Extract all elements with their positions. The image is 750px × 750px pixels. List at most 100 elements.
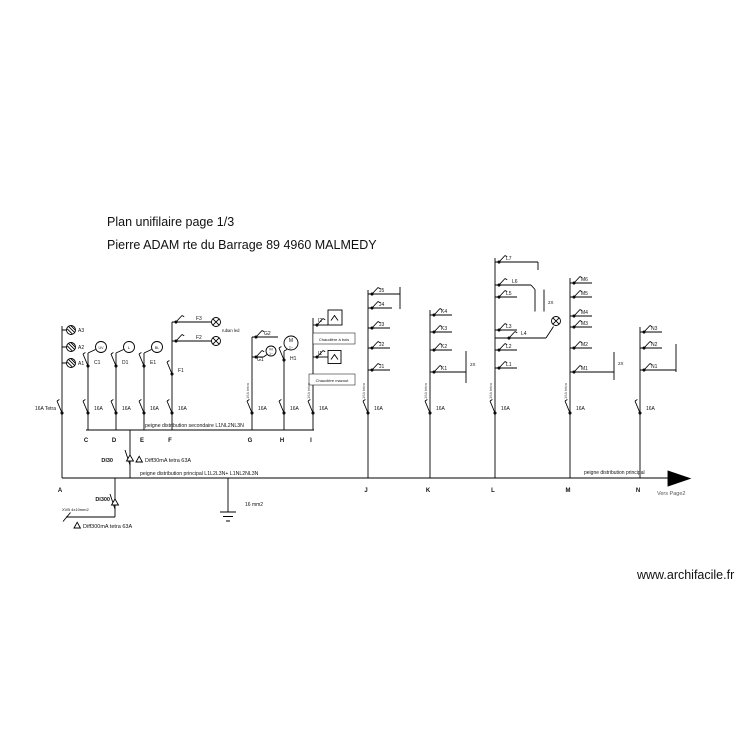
motor-phase: 1~	[289, 346, 294, 350]
bus-letter-G: G	[248, 438, 253, 444]
label-F1: F1	[178, 368, 184, 374]
breaker-label-D: 16A	[122, 406, 132, 412]
bus-letter-E: E	[140, 438, 144, 444]
bus-letter-M: M	[566, 488, 571, 494]
label-F3: F3	[196, 316, 202, 322]
label-N3: N3	[651, 326, 658, 332]
label-M1: M1	[581, 366, 588, 372]
secondary-bus-label: peigne distribution secondaire L1NL2NL3N	[145, 423, 244, 429]
label-J1: J1	[379, 364, 385, 370]
riser-note-M: 16A tetra	[563, 382, 568, 399]
multiplier-K: 2X	[470, 362, 476, 367]
label-A1: A1	[78, 361, 84, 367]
motor-letter: M	[269, 347, 272, 352]
socket-icon	[66, 342, 76, 352]
label-E1: E1	[150, 360, 156, 366]
circuit-G	[246, 330, 278, 430]
label-I2: I2	[318, 318, 322, 324]
caption-box	[308, 373, 356, 386]
label-F2: F2	[196, 335, 202, 341]
motor-icon	[283, 335, 299, 351]
circuit-L	[489, 255, 561, 478]
circuit-C	[82, 341, 107, 430]
label-D1: D1	[122, 360, 129, 366]
label-L1: L1	[506, 362, 512, 368]
bus-letter-K: K	[426, 488, 431, 494]
label-M5: M5	[581, 291, 588, 297]
circuit-A	[56, 325, 76, 478]
label-L6: L6	[512, 279, 518, 285]
breaker-label-I: 16A	[319, 406, 329, 412]
riser-note-K: 16A tetra	[423, 382, 428, 399]
next-page-label: Vers Page2	[657, 491, 685, 497]
label-J2: J2	[379, 342, 385, 348]
label-K1: K1	[441, 366, 447, 372]
label-ruban-led: ruban led	[222, 328, 240, 333]
earth-connection	[220, 478, 236, 522]
label-L4: L4	[521, 331, 527, 337]
riser-note-I: 16A tetra	[306, 382, 311, 399]
lamp-icon	[211, 336, 221, 346]
label-A3: A3	[78, 328, 84, 334]
load-label-UV: UV	[99, 346, 105, 350]
breaker-label-F: 16A	[178, 406, 188, 412]
incoming-cable-label: XVB 4x10mm2	[62, 507, 89, 512]
label-K2: K2	[441, 344, 447, 350]
boiler-icon	[327, 309, 343, 326]
circuit-E	[138, 341, 163, 430]
socket-icon	[66, 358, 76, 368]
label-H1: H1	[290, 356, 297, 362]
circuit-N	[634, 325, 677, 478]
breaker-label-E: 16A	[150, 406, 160, 412]
label-A2: A2	[78, 345, 84, 351]
label-G1: G1	[257, 357, 264, 363]
label-layer: Plan unifilaire page 1/3 Pierre ADAM rte…	[35, 215, 734, 582]
lamp-icon	[211, 317, 221, 327]
bus-letter-D: D	[112, 438, 117, 444]
label-N2: N2	[651, 342, 658, 348]
breaker-label-N: 16A	[646, 406, 656, 412]
bus-letter-H: H	[280, 438, 284, 444]
label-M3: M3	[581, 321, 588, 327]
circuit-H	[278, 335, 299, 430]
delta-icon	[73, 521, 82, 529]
label-K3: K3	[441, 326, 447, 332]
load-label-L: L	[128, 345, 131, 350]
di30-label: Diff30mA tetra 63A	[145, 458, 191, 464]
motor-icon	[265, 345, 277, 357]
outlet-bar-icon	[534, 289, 545, 312]
label-M6: M6	[581, 277, 588, 283]
wiring-layer	[56, 255, 692, 529]
earth-icon	[220, 511, 236, 522]
breaker-label-G: 16A	[258, 406, 268, 412]
circuit-D	[110, 341, 135, 430]
riser-note-J: 16A tetra	[361, 382, 366, 399]
breaker-label-H: 16A	[290, 406, 300, 412]
di300-label: Diff300mA tetra 63A	[83, 524, 132, 530]
bus-letter-N: N	[636, 488, 640, 494]
riser-note-L: 16A tetra	[488, 382, 493, 399]
label-N1: N1	[651, 364, 658, 370]
next-page-arrow-icon	[667, 470, 692, 487]
caption-box	[312, 332, 356, 345]
incoming-supply	[62, 478, 119, 529]
bus-letter-A: A	[58, 488, 63, 494]
motor-letter: M	[289, 338, 293, 344]
label-J4: J4	[379, 302, 385, 308]
load-label-BL: BL	[155, 346, 159, 350]
label-L3: L3	[506, 324, 512, 330]
main-bus	[62, 470, 692, 487]
di30-id: DI30	[101, 458, 113, 464]
label-M4: M4	[581, 310, 588, 316]
di300-id: DI300	[95, 497, 110, 503]
caption-chaudiere-bois: Chaudière à bois	[319, 337, 349, 342]
label-K4: K4	[441, 309, 447, 315]
delta-icon	[135, 455, 144, 463]
circuit-I	[307, 309, 356, 430]
bus-letter-I: I	[310, 438, 312, 444]
page-subtitle: Pierre ADAM rte du Barrage 89 4960 MALME…	[107, 238, 377, 252]
label-J3: J3	[379, 322, 385, 328]
motor-phase: 1~	[269, 352, 273, 356]
